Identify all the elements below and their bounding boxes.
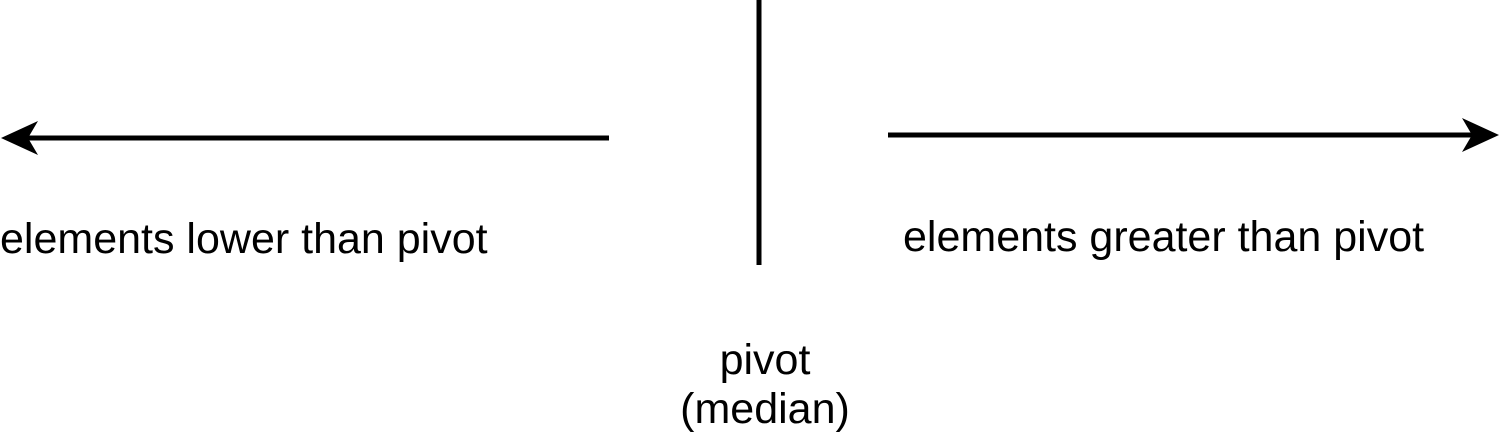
pivot-label-note: (median) xyxy=(680,385,850,433)
left-arrow xyxy=(1,121,609,155)
right-arrow xyxy=(888,118,1499,152)
greater-elements-label: elements greater than pivot xyxy=(903,213,1425,261)
pivot-label: pivot (median) xyxy=(0,336,1500,434)
lower-elements-label: elements lower than pivot xyxy=(0,215,488,263)
right-arrow-head xyxy=(1462,118,1499,152)
left-arrow-head xyxy=(1,121,38,155)
pivot-label-title: pivot xyxy=(719,336,811,384)
